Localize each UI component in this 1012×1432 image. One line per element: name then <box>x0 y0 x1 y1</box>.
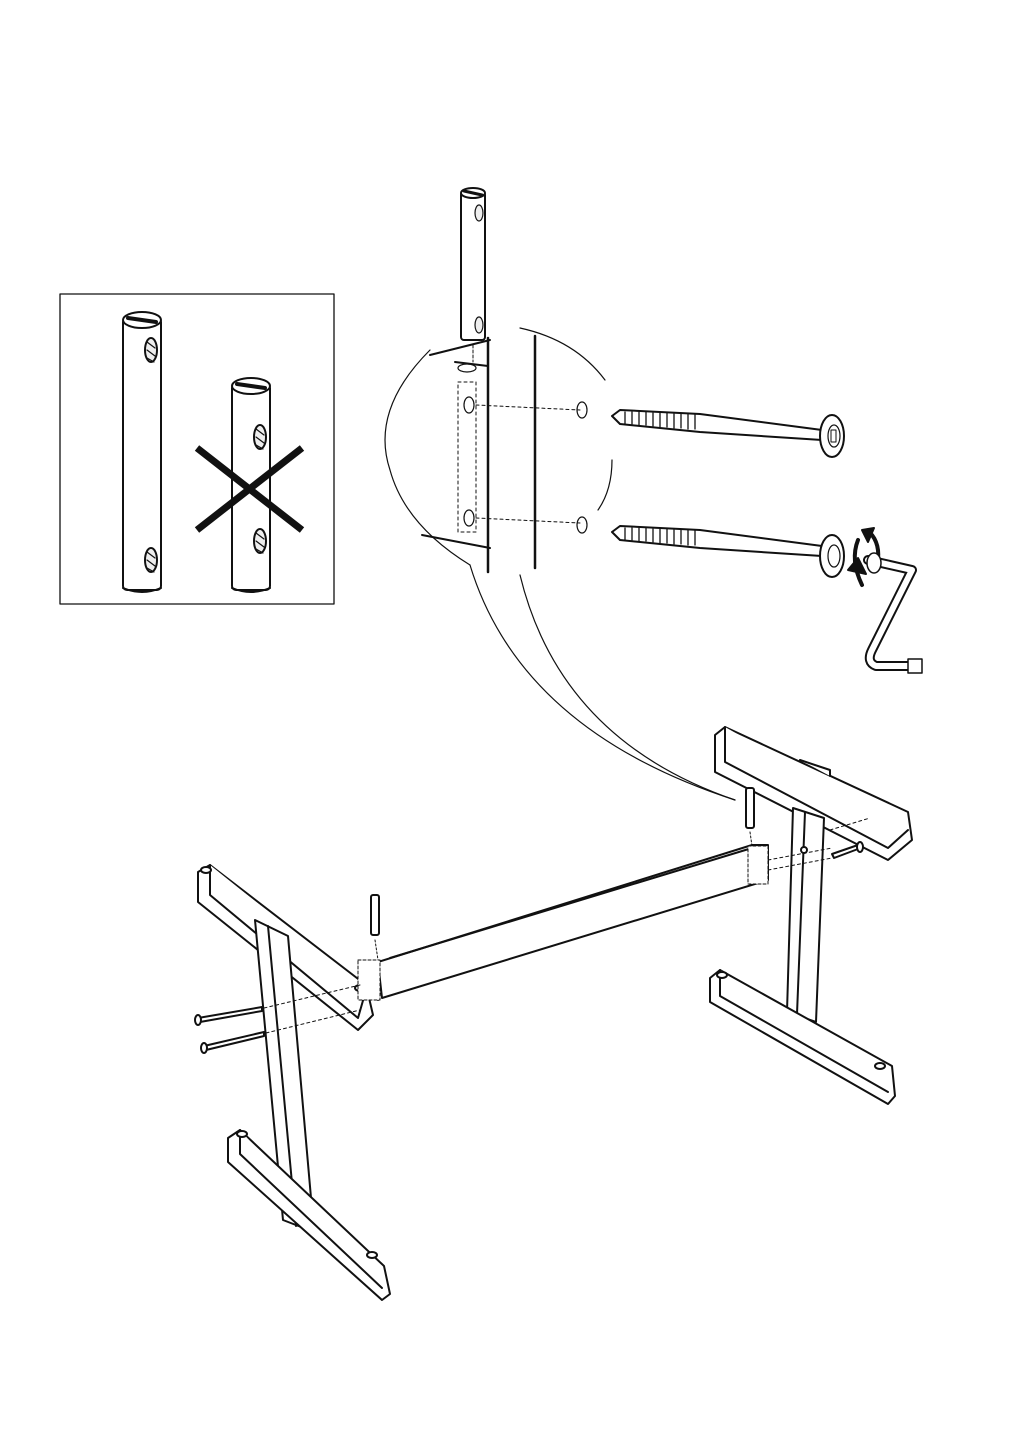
cross-dowel-insert <box>460 187 486 363</box>
part-comparison-inset <box>59 293 335 605</box>
right-foot <box>709 969 896 1105</box>
left-bolts <box>194 984 361 1054</box>
right-top-beam <box>714 726 913 861</box>
stretcher-rail <box>377 844 769 1001</box>
detail-callout <box>384 187 923 801</box>
rotate-clockwise-icon <box>847 527 881 587</box>
rail-dowels <box>370 787 755 961</box>
table-frame-assembly <box>194 726 913 1301</box>
bolt-bottom <box>611 525 845 578</box>
right-leg-upright <box>786 807 825 1023</box>
inset-frame <box>59 293 335 605</box>
wrong-part-cross-icon <box>194 445 305 533</box>
right-bolts <box>767 817 871 871</box>
left-foot <box>227 1129 391 1301</box>
cross-dowel-correct <box>122 311 162 593</box>
allen-key-tool <box>863 552 923 674</box>
bolt-top <box>611 409 845 458</box>
